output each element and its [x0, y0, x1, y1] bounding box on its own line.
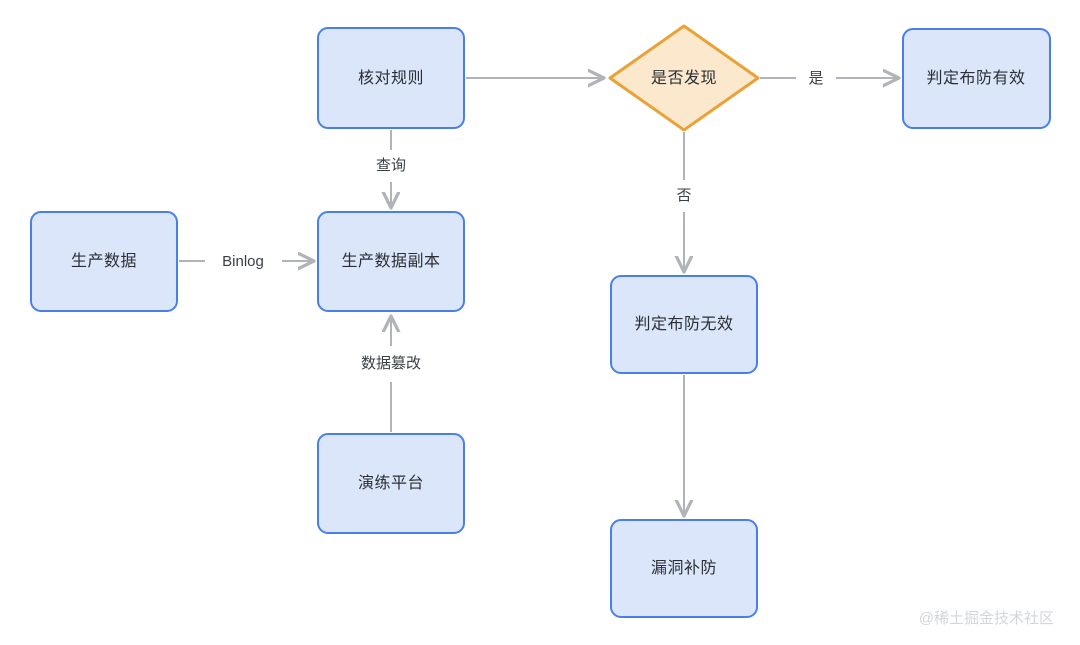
node-patch-label: 漏洞补防 — [651, 559, 717, 577]
edge-label-no: 否 — [676, 187, 691, 204]
node-decision-label: 是否发现 — [651, 69, 717, 87]
node-rule-label: 核对规则 — [358, 69, 424, 87]
node-decision[interactable]: 是否发现 — [608, 24, 760, 132]
node-prod-label: 生产数据 — [71, 252, 137, 270]
edge-label-query: 查询 — [376, 157, 406, 174]
node-decision-shape[interactable] — [608, 24, 760, 132]
node-prodcopy-shape[interactable] — [317, 211, 465, 312]
node-effective-shape[interactable] — [902, 28, 1051, 129]
edge-rule-to-prodcopy: 查询 — [376, 130, 406, 208]
node-rule[interactable]: 核对规则 — [317, 27, 465, 129]
node-ineffective-shape[interactable] — [610, 275, 758, 374]
edge-prod-to-prodcopy: Binlog — [179, 253, 314, 270]
node-prodcopy[interactable]: 生产数据副本 — [317, 211, 465, 312]
edge-label-yes: 是 — [808, 70, 823, 87]
node-effective[interactable]: 判定布防有效 — [902, 28, 1051, 129]
node-prodcopy-label: 生产数据副本 — [341, 252, 440, 270]
node-platform-shape[interactable] — [317, 433, 465, 534]
edge-label-binlog: Binlog — [222, 253, 264, 270]
node-patch[interactable]: 漏洞补防 — [610, 519, 758, 618]
edge-decision-to-ineffective: 否 — [676, 132, 691, 272]
node-effective-label: 判定布防有效 — [926, 69, 1025, 87]
node-ineffective-label: 判定布防无效 — [634, 315, 733, 333]
node-rule-shape[interactable] — [317, 27, 465, 129]
node-prod[interactable]: 生产数据 — [30, 211, 178, 312]
edge-platform-to-prodcopy: 数据篡改 — [361, 316, 421, 432]
node-platform-label: 演练平台 — [358, 474, 424, 492]
node-prod-shape[interactable] — [30, 211, 178, 312]
node-patch-shape[interactable] — [610, 519, 758, 618]
watermark: @稀土掘金技术社区 — [919, 610, 1054, 627]
edge-decision-to-effective: 是 — [760, 70, 899, 87]
edge-label-data-tamper: 数据篡改 — [361, 355, 421, 372]
node-platform[interactable]: 演练平台 — [317, 433, 465, 534]
node-ineffective[interactable]: 判定布防无效 — [610, 275, 758, 374]
